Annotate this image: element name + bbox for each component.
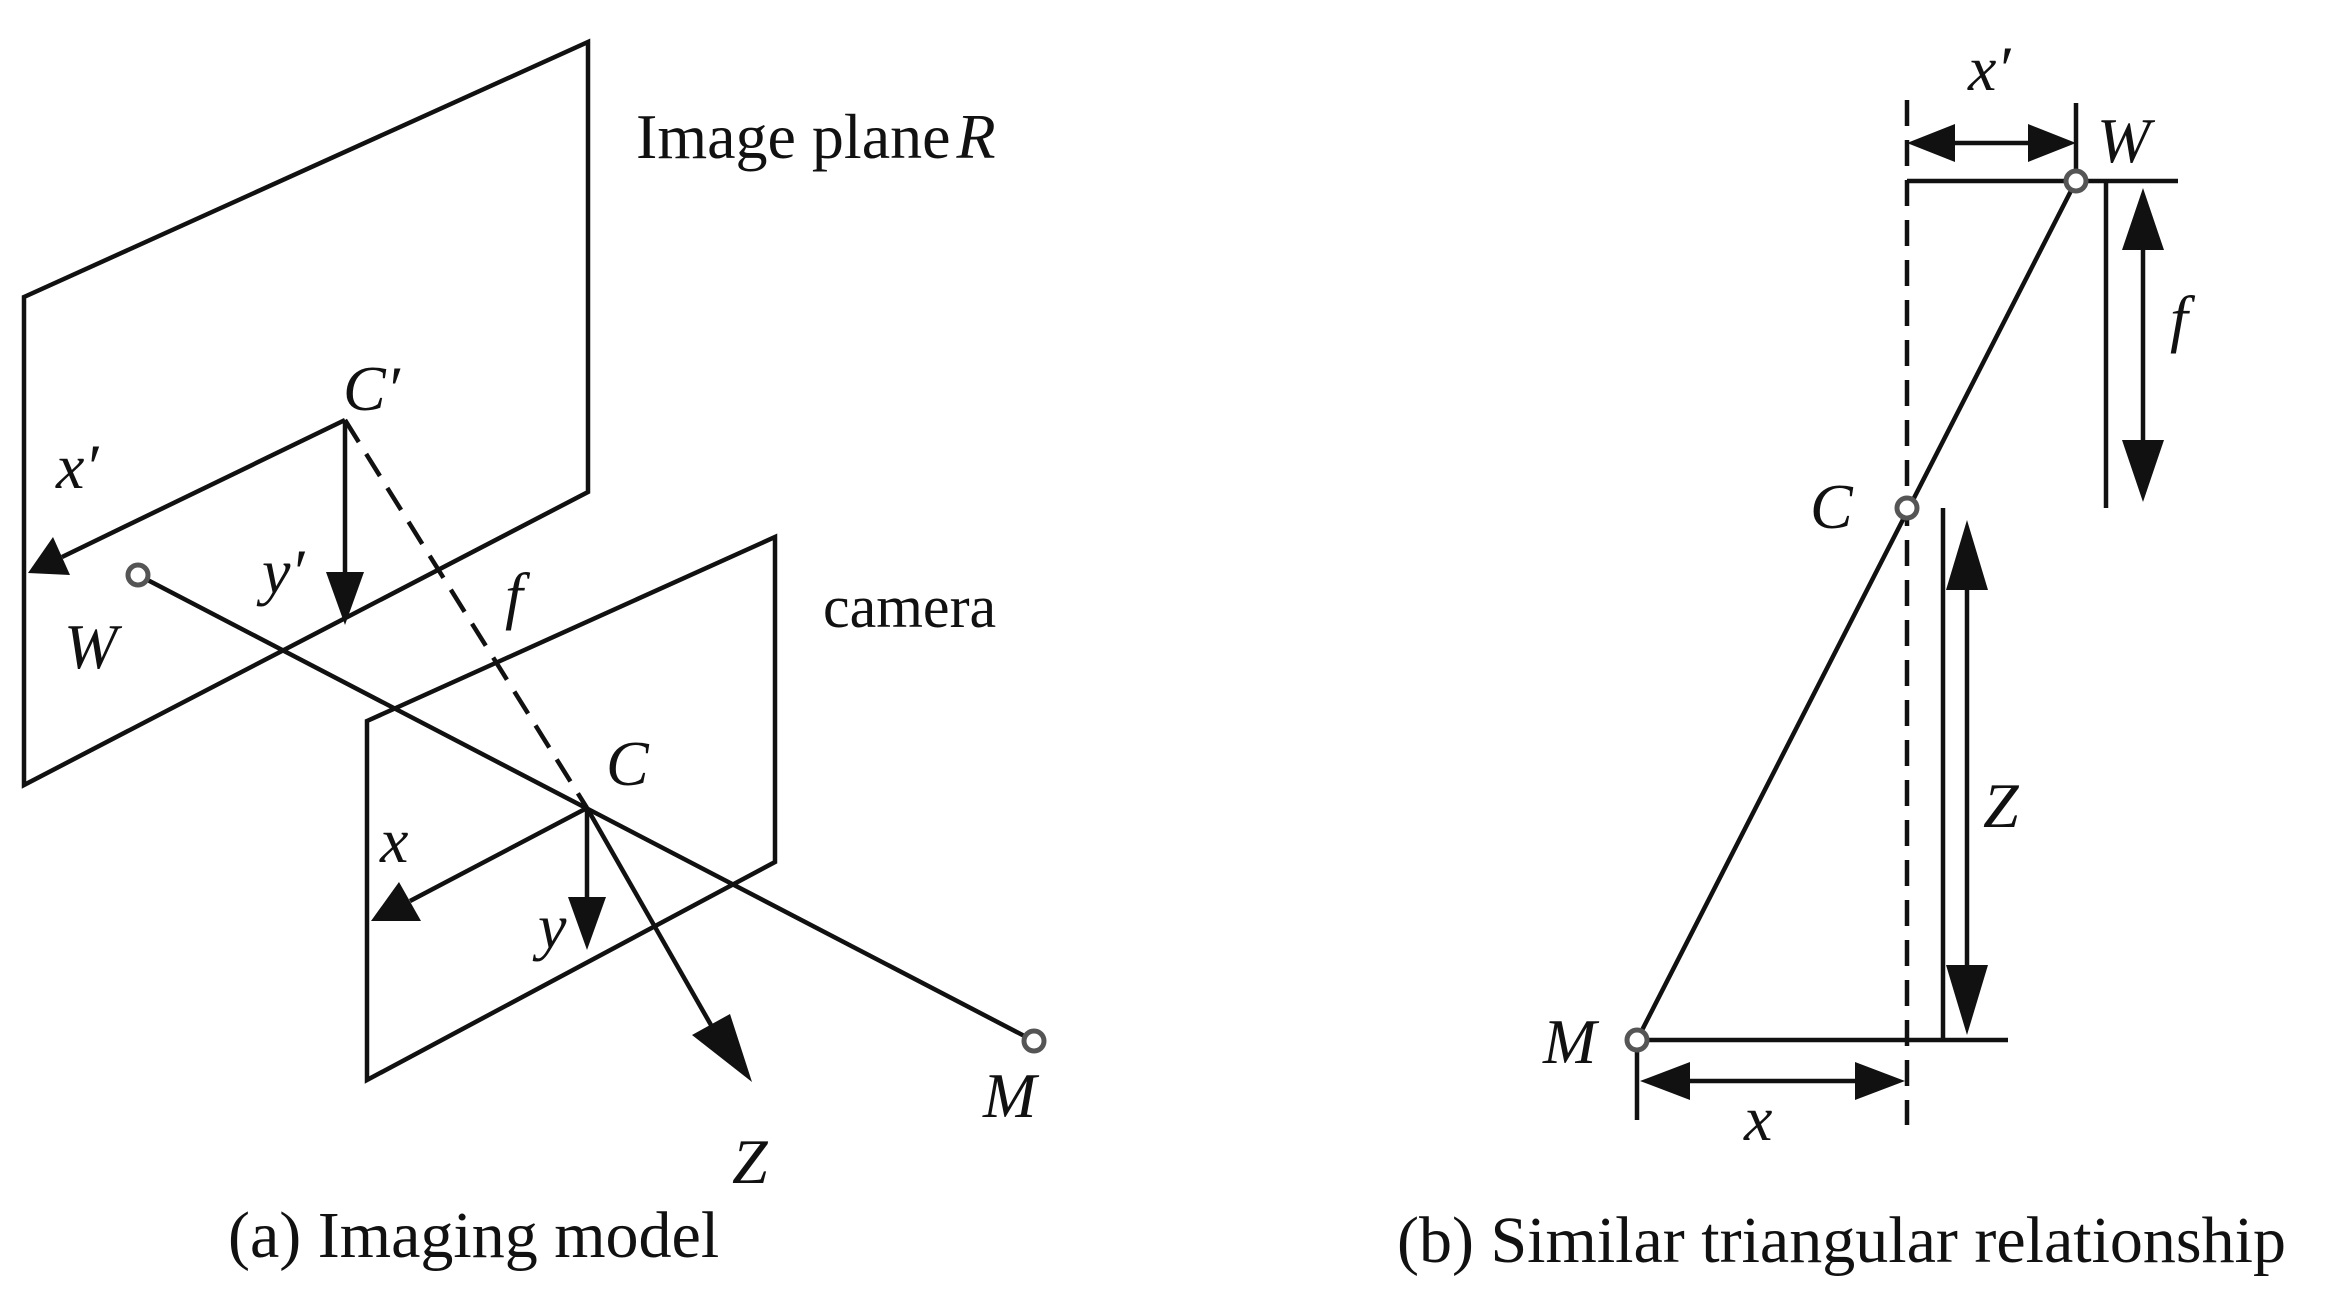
label-w: W: [64, 611, 123, 682]
z-axis-arrowhead: [692, 1014, 752, 1082]
point-m: [1021, 1028, 1047, 1054]
label-f: f: [505, 560, 531, 631]
point-w: [125, 562, 151, 588]
label-z: Z: [732, 1126, 769, 1197]
label-y-prime: y′: [256, 536, 305, 607]
label-w: W: [2097, 105, 2156, 176]
panel-a-imaging-model: Image planeR camera C′ x′ y′ W f C x y Z…: [21, 38, 1047, 1272]
diagonal-w-c-m: [1634, 179, 2079, 1042]
f-arrow-down: [2122, 440, 2164, 502]
label-x: x: [1743, 1083, 1772, 1154]
camera-plane: [364, 533, 778, 1084]
x-prime-arrow-left: [1907, 124, 1955, 162]
z-arrow-down: [1946, 965, 1988, 1035]
label-m: M: [982, 1060, 1040, 1131]
label-f: f: [2170, 283, 2196, 354]
x-prime-axis: [61, 417, 346, 560]
caption-b: (b) Similar triangular relationship: [1397, 1204, 2286, 1277]
label-c-prime: C′: [343, 353, 401, 424]
f-arrow-up: [2122, 188, 2164, 250]
x-axis: [408, 806, 589, 903]
point-m: [1624, 1027, 1650, 1053]
x-axis-arrowhead: [371, 882, 421, 921]
point-c: [1894, 495, 1920, 521]
x-arrow-left: [1640, 1062, 1690, 1100]
panel-b-similar-triangles: x′ W f C Z M x (b) Similar triangular re…: [1397, 33, 2286, 1277]
x-prime-arrowhead: [28, 537, 70, 575]
optical-axis-dashed: [343, 418, 589, 810]
x-prime-arrow-right: [2028, 124, 2076, 162]
label-x-prime: x′: [55, 431, 99, 502]
x-arrow-right: [1855, 1062, 1905, 1100]
image-plane-r: [21, 38, 591, 789]
image-plane-label: Image planeR: [636, 101, 996, 172]
label-x-prime: x′: [1967, 33, 2011, 104]
point-w: [2063, 168, 2089, 194]
label-c: C: [606, 728, 650, 799]
label-x: x: [379, 805, 408, 876]
z-arrow-up: [1946, 520, 1988, 590]
label-m: M: [1542, 1006, 1600, 1077]
y-axis-arrowhead: [568, 897, 606, 950]
label-y: y: [532, 891, 567, 962]
caption-a: (a) Imaging model: [228, 1199, 719, 1272]
y-prime-arrowhead: [326, 572, 364, 625]
camera-label: camera: [823, 574, 996, 640]
label-z: Z: [1983, 770, 2020, 841]
z-axis: [585, 806, 713, 1027]
label-c: C: [1810, 471, 1854, 542]
